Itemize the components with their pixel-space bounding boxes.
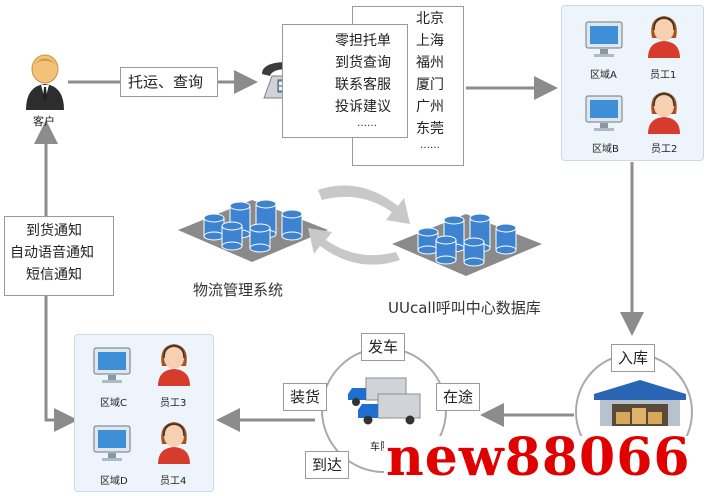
staff-panel-top	[561, 5, 704, 161]
city-item: 北京	[416, 11, 444, 27]
city-item: ……	[420, 140, 440, 151]
service-item: 联系客服	[335, 77, 391, 93]
depart-box: 发车	[361, 333, 405, 361]
staff-4-label: 员工4	[160, 476, 187, 487]
monitor-icon	[585, 95, 623, 131]
sync-arrows-icon	[308, 185, 410, 265]
logistics-db-icon	[178, 199, 328, 262]
logistics-label: 物流管理系统	[193, 281, 284, 299]
services-list: 零担托单 到货查询 联系客服 投诉建议 ……	[335, 30, 391, 130]
arrive-label: 到达	[312, 456, 343, 474]
city-item: 广州	[416, 99, 444, 115]
loading-label: 装货	[290, 388, 321, 406]
flow-top-box: 托运、查询	[120, 67, 218, 97]
truck-icon	[348, 377, 421, 425]
loading-box: 装货	[283, 383, 327, 411]
service-item: 到货查询	[335, 55, 391, 71]
notify-list: 到货通知 自动语音通知 短信通知	[10, 220, 94, 286]
staff-avatar-icon	[648, 16, 680, 58]
warehouse-icon	[594, 380, 686, 426]
flow-top-label: 托运、查询	[128, 73, 204, 91]
notify-box	[4, 216, 114, 296]
customer-icon	[26, 54, 64, 110]
monitor-icon	[585, 21, 623, 57]
warehouse-in-box: 入库	[611, 344, 655, 372]
staff-3-label: 员工3	[160, 398, 187, 409]
service-item: 零担托单	[335, 33, 391, 49]
monitor-icon	[93, 425, 131, 461]
notify-item: 短信通知	[26, 267, 82, 283]
notify-item: 到货通知	[26, 223, 82, 239]
watermark-text: new88066	[386, 427, 691, 488]
city-item: 上海	[416, 33, 444, 49]
cities-list: 北京 上海 福州 厦门 广州 东莞 ……	[416, 8, 444, 152]
callcenter-db-icon	[392, 213, 542, 276]
notify-item: 自动语音通知	[10, 245, 94, 261]
warehouse-in-label: 入库	[618, 349, 649, 367]
region-d-label: 区域D	[100, 476, 128, 487]
vehicle-label: 车队	[370, 442, 390, 453]
service-item: 投诉建议	[335, 99, 391, 115]
customer-label: 客户	[33, 115, 55, 128]
city-item: 厦门	[416, 77, 444, 93]
transit-box: 在途	[436, 383, 480, 411]
arrive-box: 到达	[305, 451, 349, 479]
depart-label: 发车	[368, 338, 399, 356]
staff-avatar-icon	[648, 92, 680, 134]
service-item: ……	[357, 118, 377, 129]
transit-label: 在途	[443, 388, 474, 406]
city-item: 福州	[416, 55, 444, 71]
monitor-icon	[93, 347, 131, 383]
staff-2-label: 员工2	[651, 144, 678, 155]
region-c-label: 区域C	[100, 398, 127, 409]
callcenter-label: UUcall呼叫中心数据库	[388, 299, 541, 317]
city-item: 东莞	[416, 121, 444, 137]
arrow-notify-down	[44, 300, 78, 432]
region-b-label: 区域B	[592, 144, 619, 155]
staff-avatar-icon	[158, 422, 190, 464]
staff-1-label: 员工1	[650, 70, 677, 81]
staff-avatar-icon	[158, 344, 190, 386]
region-a-label: 区域A	[590, 70, 617, 81]
watermark-backdrop	[384, 436, 714, 494]
services-card	[282, 24, 408, 138]
